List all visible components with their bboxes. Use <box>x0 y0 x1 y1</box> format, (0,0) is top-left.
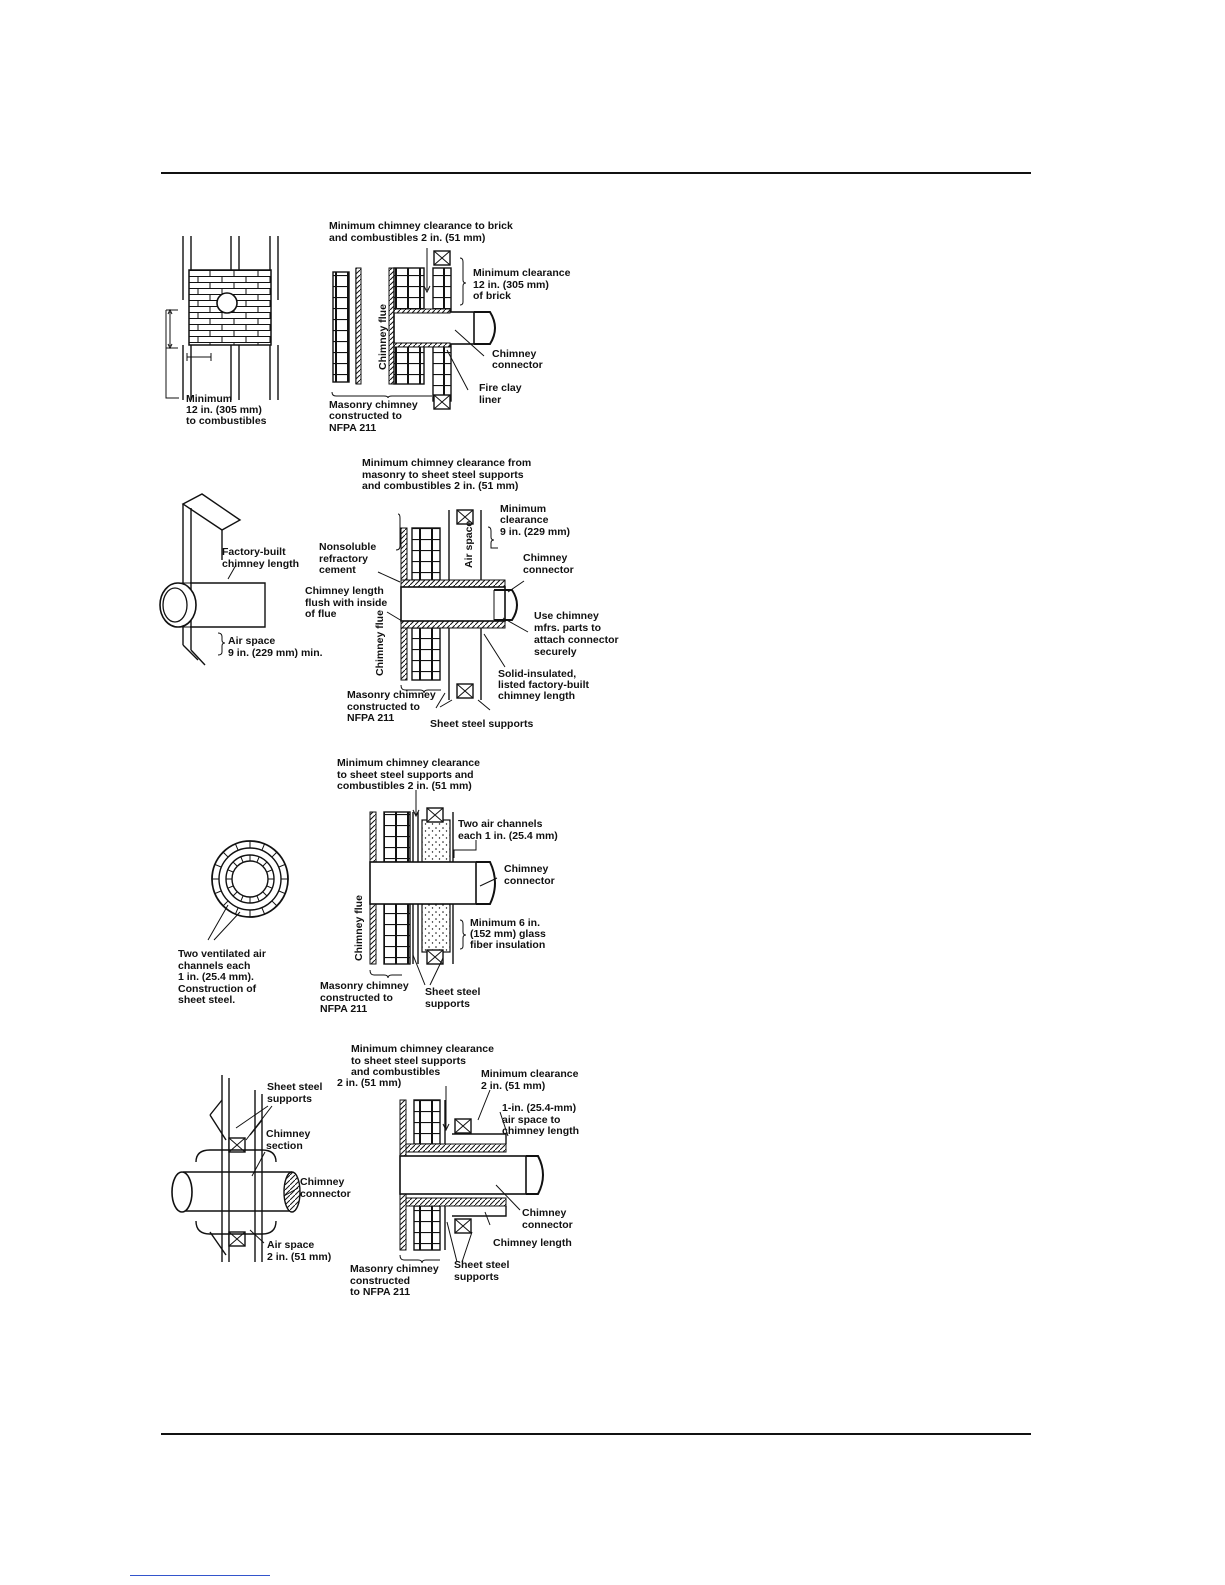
ring-tick <box>266 869 273 873</box>
ring-tick <box>271 900 278 907</box>
ring-tick <box>278 890 286 895</box>
fig3-section <box>369 790 498 986</box>
ring-tick <box>227 869 234 873</box>
ring-tick <box>262 891 268 897</box>
ring-tick <box>214 863 222 868</box>
fig2-flue-label: Chimney flue <box>374 610 386 676</box>
ring-tick <box>214 890 222 895</box>
fig2-air-space-vertical: Air space <box>463 521 475 568</box>
ring-tick <box>256 856 260 863</box>
fig4-length-label: Chimney length <box>493 1237 572 1249</box>
footer-link-underline <box>130 1575 270 1576</box>
ring-tick <box>227 885 234 889</box>
fig1-flue-label: Chimney flue <box>377 304 389 370</box>
ring-tick <box>278 863 286 868</box>
ring-tick <box>266 885 273 889</box>
bottom-rule <box>161 1433 1031 1435</box>
fig2-supports-label: Sheet steel supports <box>430 718 533 730</box>
ring-tick <box>234 907 239 915</box>
ring-tick <box>232 891 238 897</box>
ring-tick <box>261 843 266 851</box>
ring-tick <box>240 856 244 863</box>
ring-tick <box>240 895 244 902</box>
fig2-perspective <box>159 493 266 666</box>
top-rule <box>161 172 1031 174</box>
ring-tick <box>234 843 239 851</box>
fig4-section <box>399 1086 544 1264</box>
ring-tick <box>256 895 260 902</box>
ring-tick <box>261 907 266 915</box>
fig2-section <box>377 509 529 711</box>
fig3-flue-label: Chimney flue <box>353 895 365 961</box>
ring-tick <box>271 851 278 858</box>
fig3-ring-section <box>207 840 289 941</box>
ring-tick <box>222 900 229 907</box>
ring-tick <box>232 861 238 867</box>
fig1-section <box>331 248 496 410</box>
fig4-perspective <box>171 1075 301 1262</box>
fig1-wall-elevation <box>165 236 279 400</box>
ring-tick <box>222 851 229 858</box>
ring-tick <box>262 861 268 867</box>
